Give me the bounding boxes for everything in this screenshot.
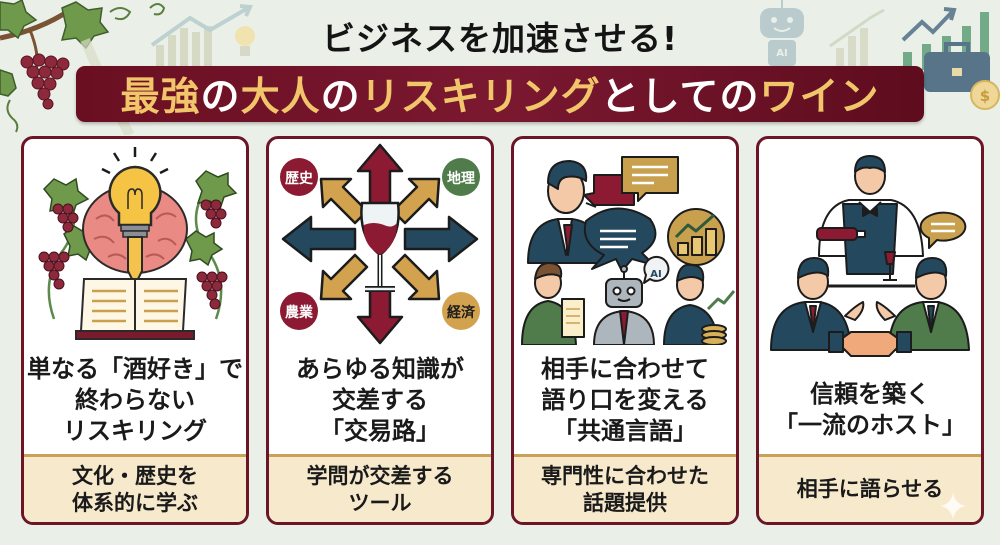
arrow-up-left-icon: [319, 177, 369, 225]
title-segment: ワイン: [759, 75, 880, 120]
speaker-conversation-icon: AI: [521, 156, 736, 345]
open-book-icon: [75, 278, 195, 340]
card-footer-line: 文化・歴史を: [72, 463, 198, 488]
card-common-language: AI 相手に合わせて 語り口を変える 「共通言語」 専門性に合わせた 話題提供: [511, 136, 739, 525]
card-title-line: 「一流のホスト」: [774, 411, 966, 439]
arrow-down-left-icon: [319, 253, 369, 301]
card-title-line: 信頼を築く: [810, 380, 930, 408]
svg-text:歴史: 歴史: [285, 171, 314, 187]
card-title-line: 「共通言語」: [553, 416, 697, 445]
arrow-up-icon: [356, 143, 404, 207]
dollar-coin-icon: $: [970, 80, 1000, 110]
svg-text:農業: 農業: [285, 304, 314, 321]
badge-economy: 経済: [442, 292, 480, 330]
sommelier-handshake-icon: [770, 155, 970, 357]
arrow-right-icon: [403, 215, 479, 263]
card-grid: 単なる「酒好き」で 終わらない リスキリング 文化・歴史を 体系的に学ぶ: [21, 136, 984, 526]
main-title-banner: 最強の大人のリスキリングとしてのワイン: [76, 66, 924, 122]
svg-text:地理: 地理: [447, 170, 475, 187]
card-title-line: 語り口を変える: [541, 385, 709, 414]
card-title-line: 交差する: [332, 385, 428, 414]
brain-lightbulb-book-icon: [38, 147, 238, 340]
card-title: あらゆる知識が 交差する 「交易路」: [269, 345, 491, 455]
card-title: 相手に合わせて 語り口を変える 「共通言語」: [514, 345, 736, 455]
ai-robot-icon: AI: [593, 255, 670, 345]
card-title-line: リスキリング: [63, 416, 207, 445]
card-footer-line: 相手に語らせる: [796, 477, 944, 501]
arrow-down-icon: [356, 287, 404, 345]
card-title-line: 終わらない: [75, 385, 195, 414]
grape-vine-icon: [38, 170, 238, 320]
card-title-line: 相手に合わせて: [541, 354, 709, 383]
wine-crossroads-icon: 歴史 地理 農業 経済: [280, 143, 480, 345]
svg-text:経済: 経済: [447, 304, 476, 321]
card-footer: 相手に語らせる: [759, 454, 981, 522]
svg-text:AI: AI: [650, 269, 661, 280]
card-title-line: あらゆる知識が: [296, 354, 464, 383]
card-footer-line: 話題提供: [583, 490, 667, 515]
scholar-person-icon: [521, 262, 585, 345]
arrow-left-icon: [281, 215, 357, 263]
header-subtitle: ビジネスを加速させる!: [321, 19, 679, 58]
badge-geography: 地理: [442, 158, 480, 196]
wine-glass-icon: [360, 201, 400, 292]
svg-text:$: $: [980, 87, 990, 105]
badge-agriculture: 農業: [280, 292, 318, 330]
card-footer: 文化・歴史を 体系的に学ぶ: [24, 454, 246, 522]
card-title-line: 単なる「酒好き」で: [27, 354, 243, 383]
card-footer: 学問が交差する ツール: [269, 454, 491, 522]
title-segment: の: [200, 75, 241, 120]
card-title: 信頼を築く 「一流のホスト」: [759, 355, 981, 465]
card-reskilling: 単なる「酒好き」で 終わらない リスキリング 文化・歴史を 体系的に学ぶ: [21, 136, 249, 525]
card-footer-line: ツール: [348, 490, 412, 515]
badge-history: 歴史: [280, 158, 318, 196]
title-segment: リスキリング: [360, 75, 601, 120]
arrow-down-right-icon: [391, 253, 441, 301]
sommelier-icon: [816, 155, 924, 288]
card-title-line: 「交易路」: [320, 416, 440, 445]
title-segment: 最強: [120, 75, 201, 120]
handshake-icon: [828, 331, 912, 357]
card-first-class-host: 信頼を築く 「一流のホスト」 相手に語らせる: [756, 136, 984, 525]
card-footer-line: 体系的に学ぶ: [72, 490, 198, 515]
card-footer-line: 学問が交差する: [306, 463, 454, 488]
sparkle-icon: [940, 493, 966, 519]
business-person-icon: [663, 263, 736, 345]
title-segment: の: [320, 75, 361, 120]
title-segment: 大人: [240, 75, 321, 120]
speaker-person-icon: [527, 160, 605, 264]
coin-growth-icon: [667, 208, 725, 266]
title-segment: としての: [600, 75, 760, 120]
card-trade-route: 歴史 地理 農業 経済 あらゆる知識が 交差する 「交易路」 学問が交差する ツ…: [266, 136, 494, 525]
card-footer-line: 専門性に合わせた: [541, 463, 709, 488]
arrow-up-right-icon: [391, 177, 441, 225]
card-title: 単なる「酒好き」で 終わらない リスキリング: [24, 345, 246, 455]
card-footer: 専門性に合わせた 話題提供: [514, 454, 736, 522]
